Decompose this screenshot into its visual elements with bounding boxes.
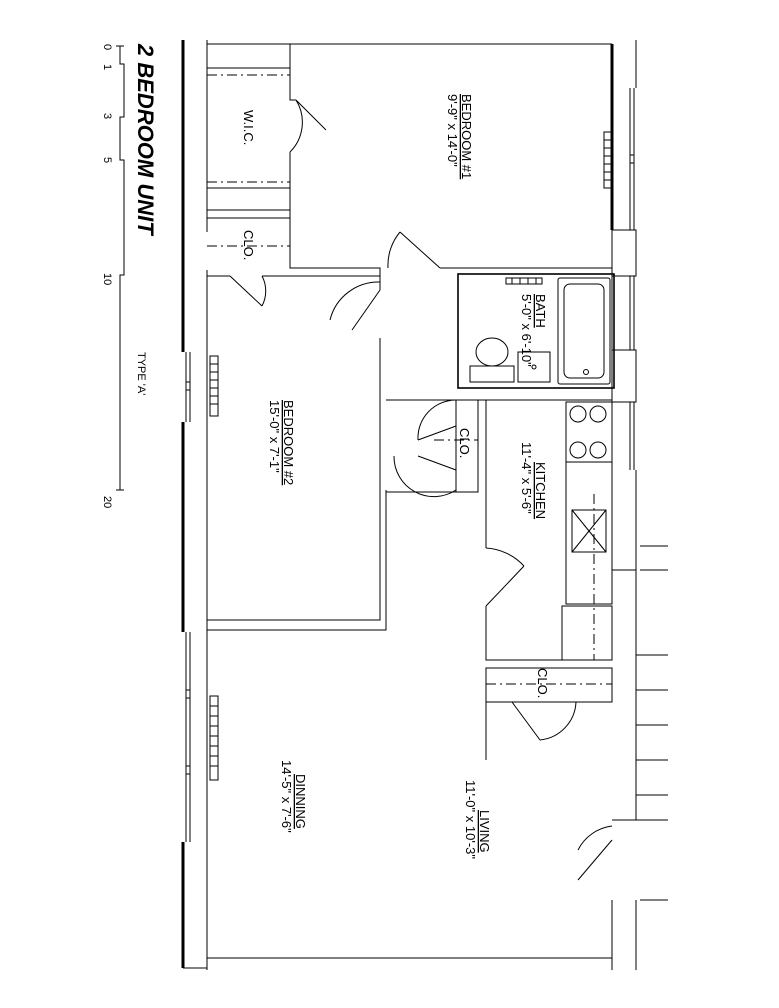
room-label-living: LIVING 11'-0" x 10'-3" [463,780,492,859]
toilet [469,337,515,383]
room-label-closet: CLO. [457,428,472,458]
radiator [603,131,613,189]
room-label-closet: CLO. [535,668,550,698]
window [185,352,191,422]
bathtub [557,277,611,385]
kitchen-counter [565,461,613,660]
room-label-closet: CLO. [241,230,256,260]
window [629,276,635,350]
doors [229,99,613,881]
room-name: LIVING [477,810,492,853]
window [629,88,635,230]
radiator [505,277,543,285]
stove [565,401,613,463]
radiator [209,695,219,781]
room-dimensions: 14'-5" x 7'-6" [279,760,294,833]
scale-bar: 0 1 3 5 10 20 [101,44,125,508]
room-name: BEDROOM #1 [459,94,474,179]
window [185,632,191,842]
scale-bar-line [119,46,125,490]
corridor-stairs [636,545,668,901]
exterior-walls [181,40,637,970]
room-name: BEDROOM #2 [281,400,296,485]
room-dimensions: 11'-4" x 5'-6" [519,442,534,514]
radiator [209,355,219,417]
room-name: CLO. [535,668,550,698]
room-name: DINNING [293,774,308,829]
room-dimensions: 9'-9" x 14'-0" [445,94,460,167]
room-label-dinning: DINNING 14'-5" x 7'-6" [279,760,308,833]
kitchen-sink [571,509,607,553]
scale-tick-label: 1 [101,64,113,70]
type-label: TYPE 'A' [135,352,147,395]
room-name: CLO. [457,428,472,458]
room-name: KITCHEN [533,462,548,519]
wic-shelving [207,67,290,247]
room-name: BATH [533,294,548,328]
title-block: 2 BEDROOM UNIT TYPE 'A' [133,43,158,395]
scale-tick-label: 5 [101,157,113,163]
room-dimensions: 11'-0" x 10'-3" [463,780,478,859]
refrigerator [561,605,613,661]
room-label-bedroom1: BEDROOM #1 9'-9" x 14'-0" [445,94,474,179]
bath-walls [457,273,615,389]
window [629,402,635,470]
sink [517,351,551,383]
interior-walls [207,44,615,760]
scale-tick-label: 20 [101,496,113,508]
room-name: CLO. [241,230,256,260]
room-label-bedroom2: BEDROOM #2 15'-0" x 7'-1" [267,400,296,485]
room-dimensions: 15'-0" x 7'-1" [267,400,282,473]
scale-tick-label: 3 [101,113,113,119]
room-name: W.I.C. [241,110,256,145]
scale-tick-label: 0 [101,44,113,50]
room-label-bath: BATH 5'-0" x 6'-10" [519,294,548,367]
plan-title: 2 BEDROOM UNIT [133,43,158,236]
room-dimensions: 5'-0" x 6'-10" [519,294,534,367]
room-label-kitchen: KITCHEN 11'-4" x 5'-6" [519,442,548,519]
scale-tick-label: 10 [101,273,113,285]
room-label-wic: W.I.C. [241,110,256,145]
